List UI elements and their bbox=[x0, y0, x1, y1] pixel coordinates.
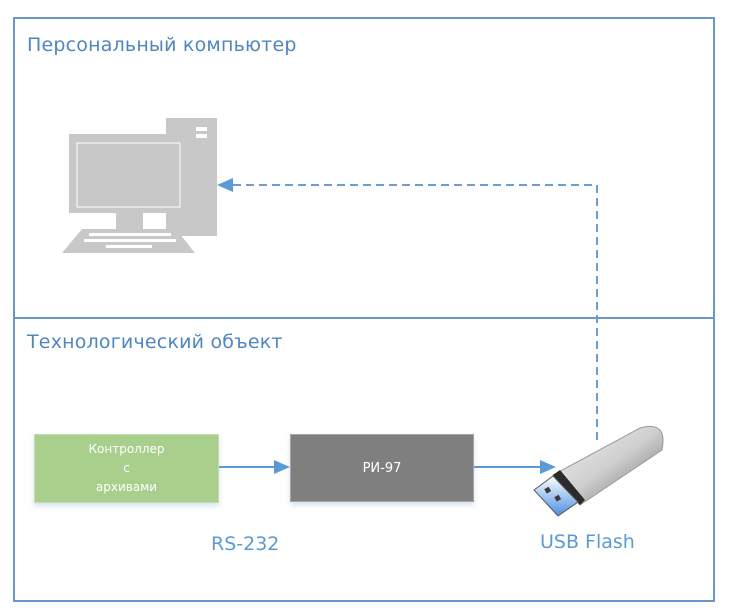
ri97-label: РИ-97 bbox=[362, 460, 402, 476]
controller-node: Контроллер с архивами bbox=[34, 434, 219, 503]
zone-title-pc: Персональный компьютер bbox=[27, 34, 297, 56]
tower-slot bbox=[196, 127, 207, 131]
zone-divider bbox=[13, 317, 713, 319]
diagram-frame bbox=[13, 17, 715, 602]
dashed-connector-usb-to-pc bbox=[217, 178, 598, 440]
rs232-label: RS-232 bbox=[211, 533, 280, 555]
usb-flash-drive-icon bbox=[533, 425, 664, 517]
arrow-controller-to-ri97 bbox=[218, 460, 290, 474]
monitor-screen bbox=[76, 142, 181, 208]
monitor-stand bbox=[116, 213, 143, 229]
controller-line-2: с bbox=[123, 461, 130, 475]
controller-line-1: Контроллер bbox=[88, 442, 165, 456]
arrow-ri97-to-usb bbox=[473, 460, 556, 474]
keyboard-keys bbox=[84, 233, 176, 248]
usb-flash-label: USB Flash bbox=[540, 531, 635, 553]
ri97-node: РИ-97 bbox=[290, 434, 474, 502]
desktop-computer-icon bbox=[62, 118, 217, 253]
controller-line-3: архивами bbox=[95, 480, 158, 494]
tower-slot bbox=[196, 134, 207, 138]
arrowhead-to-pc bbox=[217, 178, 233, 192]
zone-title-object: Технологический объект bbox=[27, 331, 283, 353]
